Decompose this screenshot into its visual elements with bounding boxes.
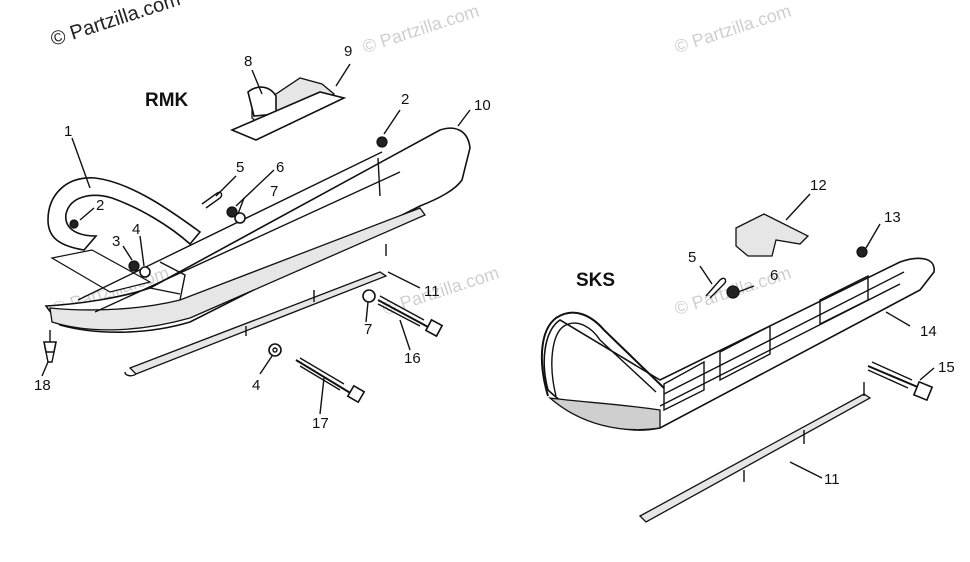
label-7: 7 — [270, 183, 278, 200]
rmk-ski-bottom — [49, 207, 426, 331]
label-2: 2 — [96, 197, 104, 214]
label-6: 6 — [770, 267, 778, 284]
label-17: 17 — [312, 415, 329, 432]
rmk-cotter-pin — [201, 191, 223, 209]
rmk-washer-4 — [268, 343, 282, 357]
rmk-bolt-16 — [377, 299, 431, 329]
sks-wear-bar — [638, 393, 872, 523]
label-3: 3 — [112, 233, 120, 250]
label-14: 14 — [920, 323, 937, 340]
label-18: 18 — [34, 377, 51, 394]
sks-ski-nose-shadow — [547, 397, 661, 431]
label-2: 2 — [401, 91, 409, 108]
rmk-wear-bar — [128, 271, 388, 375]
rmk-washer-7 — [362, 289, 376, 303]
rmk-ski-nose — [50, 249, 152, 293]
rmk-saddle-plate — [229, 91, 347, 141]
label-13: 13 — [884, 209, 901, 226]
sks-cotter-pin — [705, 277, 727, 299]
label-8: 8 — [244, 53, 252, 70]
label-4: 4 — [252, 377, 260, 394]
sks-ski-handle — [540, 311, 665, 397]
rmk-ski-assembly: RMK 1 2 2 3 4 4 5 6 7 7 8 9 10 11 16 17 … — [34, 43, 491, 432]
label-11: 11 — [424, 283, 440, 300]
rmk-nut-2 — [376, 136, 388, 148]
sks-title: SKS — [576, 270, 615, 291]
label-7: 7 — [364, 321, 372, 338]
sks-bolt-15 — [867, 365, 921, 389]
rmk-stud-18 — [43, 341, 57, 353]
label-10: 10 — [474, 97, 491, 114]
sks-nut-13 — [856, 246, 868, 258]
label-11: 11 — [824, 471, 840, 488]
label-16: 16 — [404, 350, 421, 367]
rmk-nut-2-nose — [69, 219, 79, 229]
sks-nut-6 — [726, 285, 740, 299]
rmk-nut-3 — [128, 260, 140, 272]
sks-bracket-12 — [735, 213, 810, 257]
sks-ski-assembly: SKS 5 6 11 12 13 14 15 — [540, 177, 955, 523]
label-1: 1 — [64, 123, 72, 140]
rmk-ski-body — [44, 127, 471, 333]
label-4: 4 — [132, 221, 140, 238]
label-5: 5 — [236, 159, 244, 176]
rmk-bolt-17 — [295, 359, 353, 395]
label-6: 6 — [276, 159, 284, 176]
label-12: 12 — [810, 177, 827, 194]
label-15: 15 — [938, 359, 955, 376]
rmk-title: RMK — [145, 90, 189, 111]
rmk-washer-7-upper — [234, 212, 246, 224]
rmk-nut-6 — [226, 206, 238, 218]
rmk-ski-handle — [47, 177, 202, 251]
label-5: 5 — [688, 249, 696, 266]
label-9: 9 — [344, 43, 352, 60]
